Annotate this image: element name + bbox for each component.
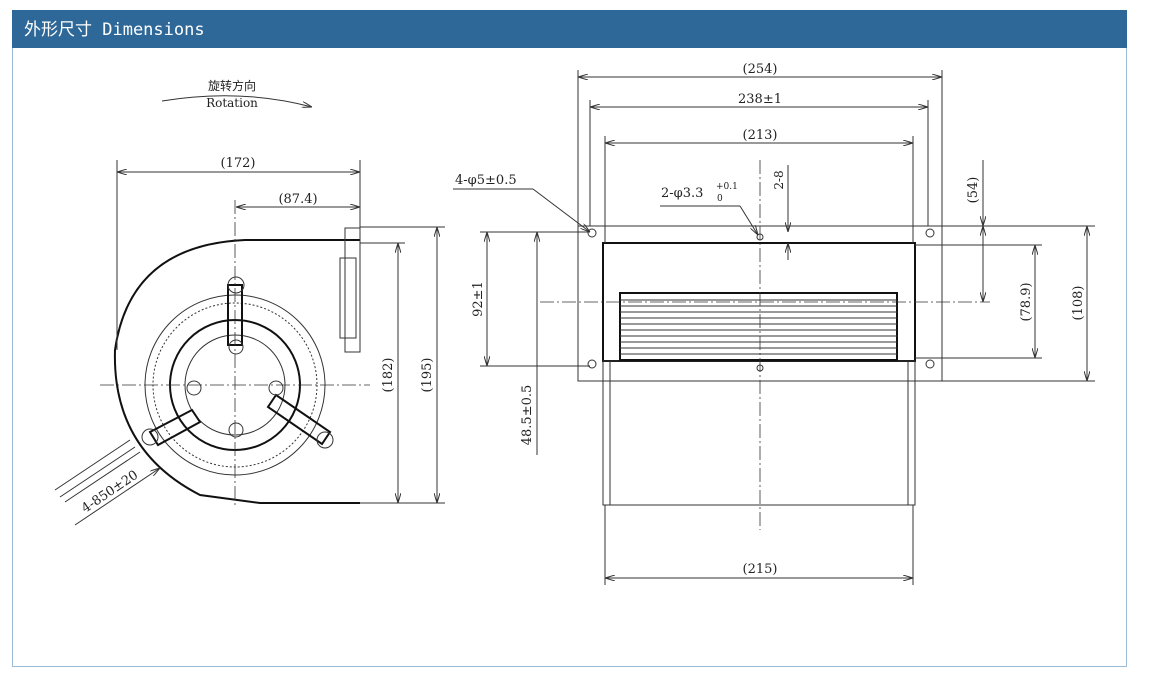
mounting-hole	[587, 228, 597, 238]
rotation-indicator: 旋转方向 Rotation	[161, 78, 312, 110]
drawing-panel	[12, 48, 1127, 667]
side-view: (172) (87.4) (182) (195) 4-850±20	[54, 156, 445, 526]
mounting-hole	[925, 228, 935, 238]
rotation-label-en: Rotation	[206, 96, 258, 110]
screw-icon	[268, 380, 284, 396]
hole-callout: 4-φ5±0.5	[455, 173, 517, 188]
housing-outline	[113, 239, 360, 504]
cable-wires	[54, 439, 141, 503]
mount-arm-right	[266, 393, 332, 446]
dim-vert-pitch: 92±1	[471, 281, 486, 317]
housing-body	[602, 360, 916, 506]
screw-icon	[227, 276, 245, 294]
rotation-arrow-icon	[161, 95, 312, 107]
front-view: (254) 238±1 (213) (215) 4-φ5±0.5 2-φ3.3 …	[453, 62, 1095, 585]
cable-length: 4-850±20	[79, 468, 141, 517]
rotation-label-cn: 旋转方向	[208, 78, 256, 93]
bracket	[339, 257, 357, 339]
mounting-hole	[587, 359, 597, 369]
fan-blades	[619, 292, 898, 361]
small-hole-tol-lower: 0	[717, 194, 723, 204]
dim-overall-width: (254)	[743, 62, 778, 77]
dim-top-offset: (54)	[966, 177, 981, 204]
small-hole-tol-upper: +0.1	[716, 182, 738, 192]
dim-bottom-width: (215)	[743, 562, 778, 577]
screw-icon	[141, 428, 159, 446]
mount-arm-top	[227, 284, 243, 346]
screw-icon	[316, 431, 334, 449]
dim-overall-height: (108)	[1071, 286, 1086, 321]
small-hole-callout: 2-φ3.3	[661, 186, 703, 201]
mounting-hole	[925, 359, 935, 369]
dim-inner-width: (213)	[743, 128, 778, 143]
screw-icon	[228, 422, 244, 438]
outlet-frame	[602, 242, 916, 362]
dim-height-inner: (182)	[381, 358, 396, 393]
dim-center-offset: 48.5±0.5	[520, 385, 535, 446]
dim-width: (172)	[221, 156, 256, 171]
section-header: 外形尺寸 Dimensions	[12, 10, 1127, 48]
dim-outlet-height: (78.9)	[1019, 282, 1034, 321]
mount-arm-left	[148, 408, 202, 447]
slot-dim: 2-8	[772, 170, 786, 189]
mounting-plate	[344, 227, 361, 353]
dim-offset: (87.4)	[278, 192, 317, 207]
section-title: 外形尺寸 Dimensions	[24, 20, 205, 40]
dim-height-outer: (195)	[420, 358, 435, 393]
screw-icon	[228, 339, 244, 355]
screw-icon	[186, 380, 202, 396]
dim-hole-pitch: 238±1	[738, 92, 782, 107]
